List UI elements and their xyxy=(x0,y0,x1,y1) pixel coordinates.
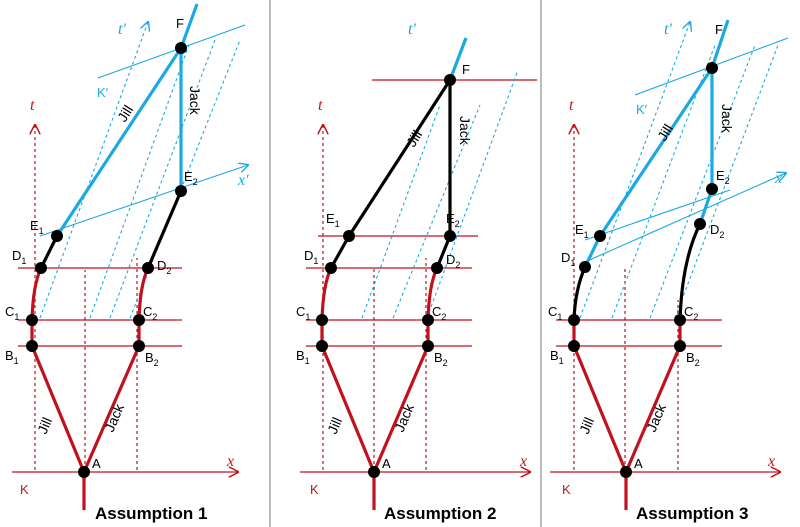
t-prime-axis-label: t′ xyxy=(118,21,126,38)
panel-caption: Assumption 2 xyxy=(384,504,496,523)
jill-label-k: Jill xyxy=(34,415,55,436)
jill-label-k-prime: Jill xyxy=(403,127,425,149)
k-frame-grid xyxy=(550,125,780,472)
frame-k-label: K xyxy=(562,482,571,497)
jack-label-k-prime: Jack xyxy=(457,116,473,146)
panel-caption: Assumption 1 xyxy=(95,504,207,523)
event-label-b2: B2 xyxy=(434,350,448,368)
event-label-a: A xyxy=(92,456,101,471)
event-label-d2: D2 xyxy=(446,252,460,270)
event-label-a: A xyxy=(634,456,643,471)
x-prime-axis-label: x′ xyxy=(774,170,786,187)
event-label-b1: B1 xyxy=(296,348,310,366)
event-label-a: A xyxy=(382,456,391,471)
event-label-b2: B2 xyxy=(145,350,159,368)
frame-k-label: K xyxy=(20,482,29,497)
jill-label-k-prime: Jill xyxy=(114,102,136,124)
event-label-c2: C2 xyxy=(684,304,698,322)
event-label-e2: E2 xyxy=(716,168,730,186)
event-label-d1: D1 xyxy=(12,248,26,266)
panel-caption: Assumption 3 xyxy=(636,504,748,523)
event-label-e1: E1 xyxy=(326,211,340,229)
k-prime-frame-grid xyxy=(39,22,248,319)
event-label-c1: C1 xyxy=(296,304,310,322)
jill-label-k: Jill xyxy=(576,415,597,436)
event-label-d2: D2 xyxy=(710,222,724,240)
event-label-c1: C1 xyxy=(548,304,562,322)
jack-label-k-prime: Jack xyxy=(187,86,203,116)
jack-label-k: Jack xyxy=(391,401,417,435)
event-label-b1: B1 xyxy=(5,348,19,366)
worldlines xyxy=(572,19,730,510)
t-axis-label: t xyxy=(30,97,35,114)
event-label-e1: E1 xyxy=(30,218,44,236)
t-axis-label: t xyxy=(318,97,323,114)
event-label-f: F xyxy=(715,22,723,37)
k-prime-frame-grid xyxy=(361,69,519,319)
frame-k-prime-label: K′ xyxy=(97,85,109,100)
jill-label-k-prime: Jill xyxy=(654,121,676,143)
frame-k-prime-label: K′ xyxy=(636,102,648,117)
k-prime-frame-grid xyxy=(579,22,788,319)
x-prime-axis-label: x′ xyxy=(237,172,249,189)
event-label-c2: C2 xyxy=(143,304,157,322)
event-label-b2: B2 xyxy=(686,350,700,368)
event-label-d1: D1 xyxy=(304,248,318,266)
event-label-c1: C1 xyxy=(5,304,19,322)
event-label-f: F xyxy=(462,62,470,77)
event-label-b1: B1 xyxy=(550,348,564,366)
worldlines xyxy=(320,37,468,510)
panel-assumption-3: t x t′ x′ K K′ A B1 B2 C1 C2 D1 D2 E1 E2… xyxy=(548,19,788,523)
jack-label-k-prime: Jack xyxy=(719,104,735,134)
event-label-d2: D2 xyxy=(157,258,171,276)
jack-label-k: Jack xyxy=(101,401,127,435)
event-dots xyxy=(26,42,187,478)
event-label-e2: E2 xyxy=(446,211,460,229)
event-dots xyxy=(568,62,718,478)
t-prime-axis-label: t′ xyxy=(664,21,672,38)
event-label-d1: D1 xyxy=(561,250,575,268)
panel-assumption-1: t x t′ x′ K K′ A B1 B2 C1 C2 D1 D2 E1 E2… xyxy=(5,3,249,523)
jill-label-k: Jill xyxy=(324,415,345,436)
panel-assumption-2: t x t′ K A B1 B2 C1 C2 D1 D2 E1 E2 F Jil… xyxy=(296,21,537,523)
event-label-e1: E1 xyxy=(575,222,589,240)
t-axis-label: t xyxy=(569,97,574,114)
event-label-f: F xyxy=(176,16,184,31)
x-axis-label: x xyxy=(226,453,234,470)
t-prime-axis-label: t′ xyxy=(408,21,416,38)
event-dots xyxy=(316,74,456,478)
x-axis-label: x xyxy=(767,453,775,470)
event-label-e2: E2 xyxy=(184,169,198,187)
frame-k-label: K xyxy=(310,482,319,497)
jack-label-k: Jack xyxy=(643,401,669,435)
x-axis-label: x xyxy=(519,453,527,470)
event-label-c2: C2 xyxy=(432,304,446,322)
